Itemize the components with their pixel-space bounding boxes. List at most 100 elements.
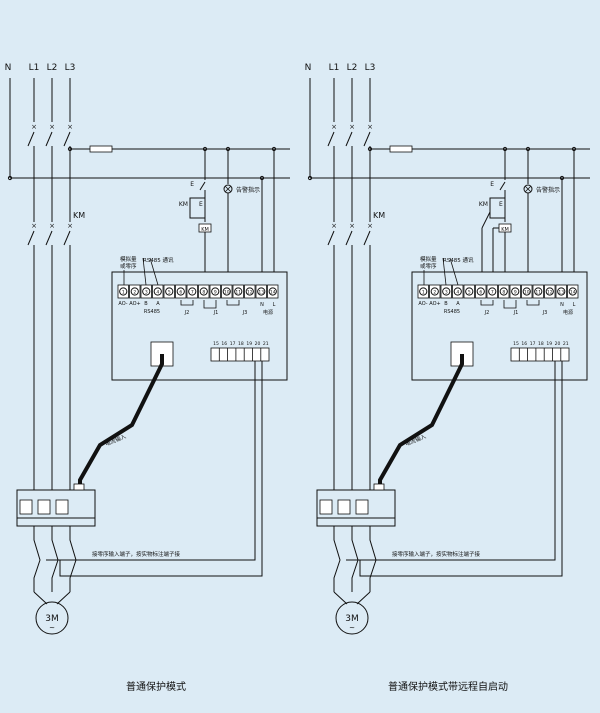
- terminal-2-number: 2: [133, 290, 136, 296]
- zero-seq-wire-a: [59, 361, 263, 577]
- terminal-10: [521, 284, 533, 299]
- breaker-blade-l1: [27, 131, 35, 147]
- terminal-14-screw: [268, 287, 277, 296]
- b-label: B: [444, 301, 448, 307]
- terminal-1-number: 1: [422, 290, 425, 296]
- terminal-3: [140, 284, 152, 299]
- motor-tilde: ~: [49, 624, 55, 632]
- terminal-12-number: 12: [247, 290, 253, 296]
- terminal-7-screw: [488, 287, 497, 296]
- terminal-16-number: 16: [221, 341, 227, 347]
- breaker-mark-l1: ×: [31, 123, 37, 131]
- panel-caption: 普通保护模式: [126, 680, 186, 693]
- rs485-lead-a: [149, 257, 159, 286]
- breaker-mark-l2: ×: [49, 123, 55, 131]
- rs485-label: RS485: [144, 309, 160, 315]
- motor-lead-l2: [351, 526, 359, 592]
- km-contact-label: KM: [479, 201, 488, 208]
- a-label: A: [156, 301, 160, 307]
- terminal-4-screw: [153, 287, 162, 296]
- km-contact-label: KM: [179, 201, 188, 208]
- motor-tilde: ~: [349, 624, 355, 632]
- terminal-3-screw: [442, 287, 451, 296]
- terminal-11-number: 11: [235, 290, 241, 296]
- current-input-cable: [378, 354, 464, 490]
- junction-l3-fuse: [67, 146, 73, 152]
- terminal-2: [129, 284, 141, 299]
- terminal-20-number: 20: [555, 341, 561, 347]
- terminal-10-screw: [522, 287, 531, 296]
- terminal-21-number: 21: [263, 341, 269, 347]
- terminal-7-screw: [188, 287, 197, 296]
- terminal-14: [267, 284, 279, 299]
- j3-bracket: [526, 300, 540, 306]
- terminal-5: [463, 284, 475, 299]
- contactor-label: KM: [373, 211, 385, 220]
- terminal-6: [175, 284, 187, 299]
- motor: [35, 601, 69, 635]
- terminal-11-screw: [534, 287, 543, 296]
- phase-label-l3: L3: [365, 63, 376, 73]
- phase-label-l1: L1: [329, 63, 340, 73]
- contactor-blade-l3: [363, 230, 371, 246]
- terminal-1: [417, 284, 429, 299]
- j2-bracket: [480, 300, 494, 306]
- terminal-3-number: 3: [145, 290, 148, 296]
- terminal-2: [429, 284, 441, 299]
- rs485-label: RS485: [444, 309, 460, 315]
- terminal-9-number: 9: [214, 290, 217, 296]
- terminal-12-screw: [545, 287, 554, 296]
- zero-seq-note: 接零序输入端子，按实物标注端子接: [392, 550, 481, 558]
- j1-bracket: [503, 300, 517, 309]
- terminal-10-screw: [222, 287, 231, 296]
- terminal-10-number: 10: [224, 290, 230, 296]
- junction-power-n: [259, 175, 265, 181]
- terminal-13: [255, 284, 267, 299]
- stop-switch-label: E: [190, 181, 194, 188]
- motor-link-1: [33, 591, 48, 605]
- contactor-mark-l1: ×: [31, 222, 37, 230]
- contactor-blade-l1: [327, 230, 335, 246]
- zero-seq-wire-b: [46, 361, 256, 561]
- terminal-9: [509, 284, 521, 299]
- power-label: 电源: [563, 309, 573, 316]
- junction-power-n: [559, 175, 565, 181]
- terminal-2-number: 2: [433, 290, 436, 296]
- km-coil-label: KM: [201, 227, 209, 233]
- terminal-6-number: 6: [479, 290, 482, 296]
- bottom-terminal-strip: [210, 347, 270, 362]
- terminal-3: [440, 284, 452, 299]
- terminal-20-number: 20: [255, 341, 261, 347]
- motor-link-2: [356, 591, 371, 605]
- contactor-mark-l3: ×: [67, 222, 73, 230]
- terminal-18-number: 18: [538, 341, 544, 347]
- ct-window-2: [37, 499, 51, 515]
- terminal-13-number: 13: [258, 290, 264, 296]
- terminal-11: [232, 284, 244, 299]
- estop-label: E: [199, 201, 203, 208]
- terminal-4-number: 4: [156, 290, 159, 296]
- terminal-14-number: 14: [570, 290, 576, 296]
- contactor-blade-l3: [63, 230, 71, 246]
- motor-lead-l3: [69, 526, 77, 592]
- terminal-8-number: 8: [502, 290, 505, 296]
- terminal-8-screw: [499, 287, 508, 296]
- alarm-lamp-x2: [224, 185, 232, 193]
- alarm-label: 告警指示: [236, 186, 260, 194]
- terminal-1-number: 1: [122, 290, 125, 296]
- ct-connector: [373, 483, 385, 491]
- terminal-13-number: 13: [558, 290, 564, 296]
- terminal-6-screw: [176, 287, 185, 296]
- terminal-12: [244, 284, 256, 299]
- terminal-19-number: 19: [246, 341, 252, 347]
- terminal-3-number: 3: [445, 290, 448, 296]
- terminal-16-number: 16: [521, 341, 527, 347]
- ct-window-2: [337, 499, 351, 515]
- terminal-8: [498, 284, 510, 299]
- zero-seq-wire-b: [346, 361, 556, 561]
- terminal-15-number: 15: [213, 341, 219, 347]
- terminal-10: [221, 284, 233, 299]
- motor-lead-l1: [333, 526, 341, 592]
